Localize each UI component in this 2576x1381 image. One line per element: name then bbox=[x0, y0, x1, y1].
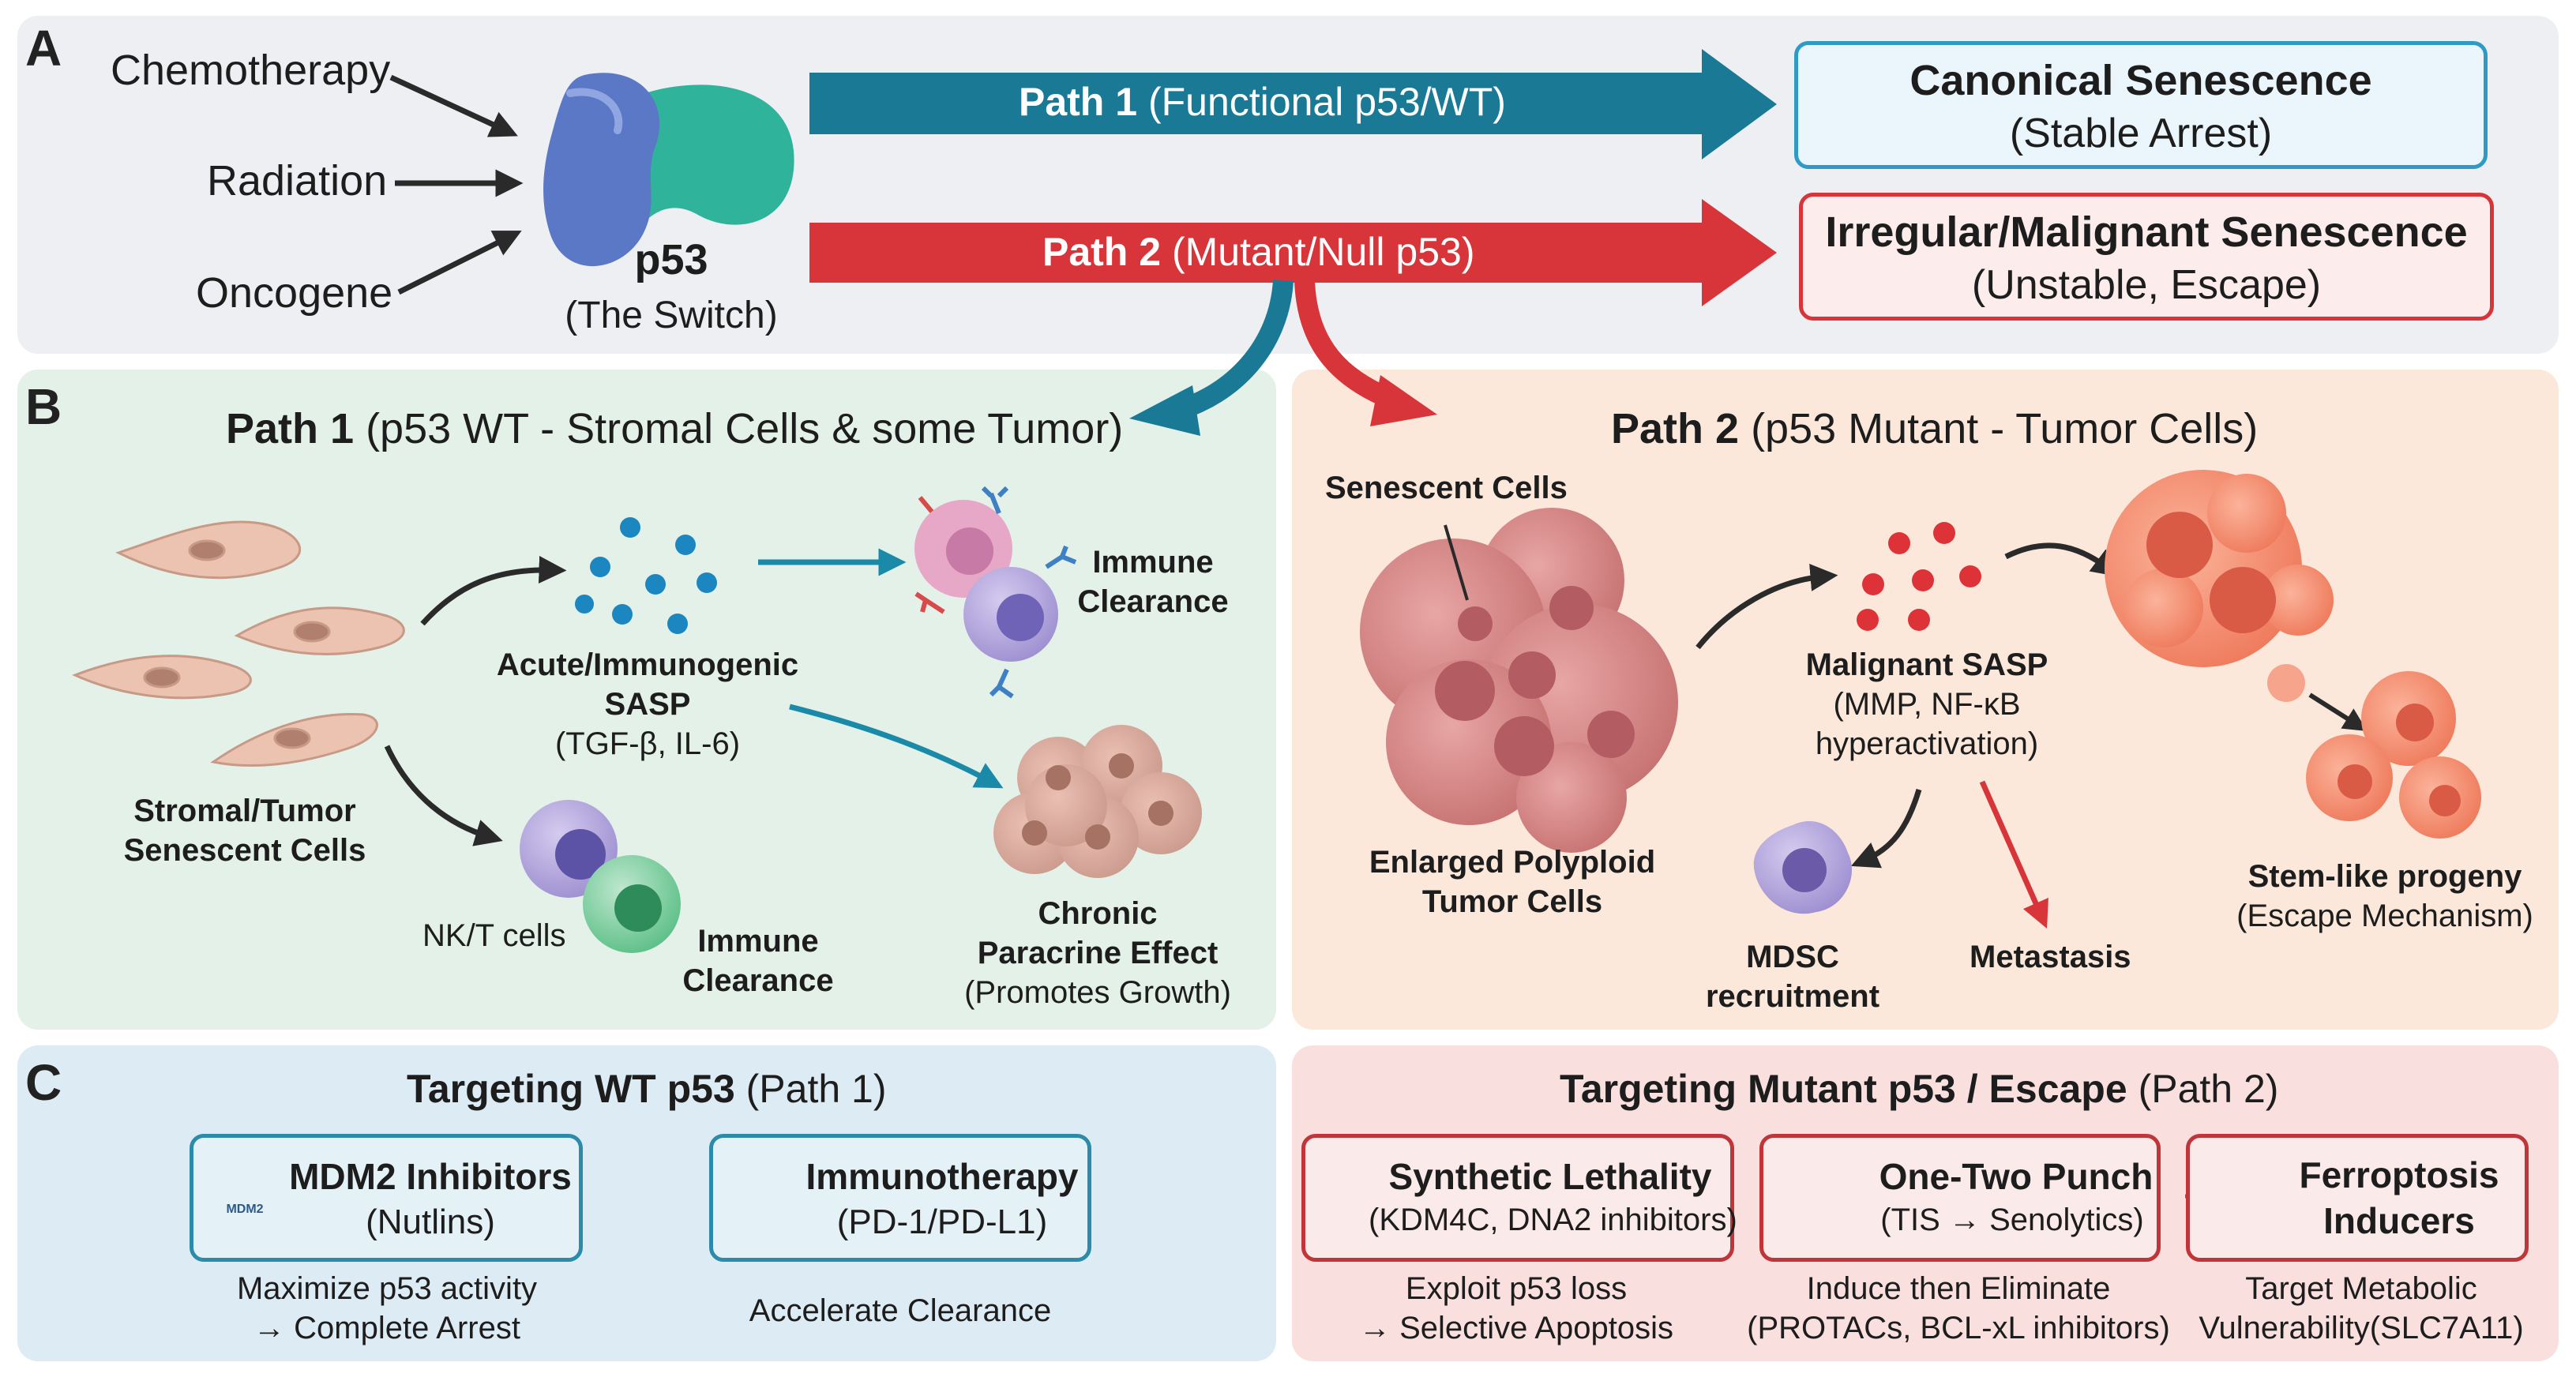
targeting-wt-title-rest: (Path 1) bbox=[745, 1067, 887, 1111]
onetwo-subtitle: (TIS → Senolytics) bbox=[1880, 1203, 2144, 1237]
one-two-punch-box: One-Two Punch (TIS → Senolytics) bbox=[1759, 1134, 2161, 1262]
targeting-mutant-title-rest: (Path 2) bbox=[2138, 1067, 2279, 1111]
path2-label: Path 2 (Mutant/Null p53) bbox=[1042, 229, 1474, 275]
canonical-senescence-box: Canonical Senescence (Stable Arrest) bbox=[1794, 41, 2488, 169]
ferroptosis-box: Ferroptosis Inducers bbox=[2186, 1134, 2529, 1262]
stem-progeny-icon bbox=[2306, 671, 2481, 839]
mdm2-subtitle: (Nutlins) bbox=[366, 1203, 495, 1241]
path2-label-bold: Path 2 bbox=[1042, 230, 1162, 274]
mut-note1-line2: → Selective Apoptosis bbox=[1359, 1311, 1673, 1345]
path1-panel-title-bold: Path 1 bbox=[226, 405, 355, 452]
path2-label-rest: (Mutant/Null p53) bbox=[1171, 230, 1475, 274]
input-oncogene: Oncogene bbox=[196, 269, 393, 317]
stromal-cells-icon bbox=[72, 520, 405, 767]
panel-label-a: A bbox=[25, 20, 62, 77]
panel-label-c: C bbox=[25, 1054, 62, 1111]
malignant-sasp-line3: hyperactivation) bbox=[1815, 726, 2039, 761]
input-radiation: Radiation bbox=[207, 157, 388, 205]
malignant-sasp-line1: Malignant SASP bbox=[1805, 647, 2048, 682]
path1-label: Path 1 (Functional p53/WT) bbox=[1019, 79, 1506, 125]
immune-clearance-bottom-line1: Immune bbox=[697, 924, 819, 959]
path2-panel-title-bold: Path 2 bbox=[1611, 405, 1740, 452]
mdsc-label-line1: MDSC bbox=[1746, 940, 1839, 974]
branch-arrow-teal bbox=[1173, 279, 1294, 421]
immune-clearance-top-line2: Clearance bbox=[1077, 584, 1229, 619]
p53-subtitle: (The Switch) bbox=[565, 295, 778, 336]
branch-arrow-red bbox=[1294, 280, 1395, 408]
enlarged-label-line2: Tumor Cells bbox=[1421, 884, 1603, 919]
synthetic-subtitle: (KDM4C, DNA2 inhibitors) bbox=[1369, 1203, 1737, 1237]
immune-clearance-bottom-line2: Clearance bbox=[682, 963, 834, 998]
chronic-cluster-icon bbox=[993, 725, 1202, 878]
wt-note1-line2: → Complete Arrest bbox=[253, 1311, 520, 1345]
chronic-label-line2: Paracrine Effect bbox=[977, 936, 1219, 970]
mdm2-title: MDM2 Inhibitors bbox=[289, 1156, 572, 1197]
stromal-label-line1: Stromal/Tumor bbox=[133, 794, 356, 828]
mut-note2-line1: Induce then Eliminate bbox=[1806, 1271, 2111, 1306]
mdm2-inhibitors-box: MDM2 Inhibitors (Nutlins) MDM2 bbox=[190, 1134, 583, 1262]
synthetic-title: Synthetic Lethality bbox=[1388, 1156, 1712, 1197]
wt-note2: Accelerate Clearance bbox=[749, 1293, 1052, 1328]
malignant-sasp-line2: (MMP, NF-κB bbox=[1833, 687, 2021, 722]
ferro-title-line1: Ferroptosis bbox=[2299, 1154, 2499, 1195]
escape-cells-icon bbox=[2105, 470, 2334, 702]
senescent-cells-label: Senescent Cells bbox=[1325, 471, 1568, 505]
immune-cells-icon bbox=[914, 486, 1077, 699]
targeting-mutant-title-bold: Targeting Mutant p53 / Escape bbox=[1560, 1067, 2127, 1111]
nk-t-cells-icon bbox=[520, 800, 681, 953]
path2-arrow bbox=[809, 199, 1777, 306]
path2-panel-title: Path 2 (p53 Mutant - Tumor Cells) bbox=[1611, 404, 2258, 453]
ferro-title-line2: Inducers bbox=[2323, 1200, 2475, 1241]
path1-label-bold: Path 1 bbox=[1019, 80, 1138, 124]
mut-note3-line2: Vulnerability(SLC7A11) bbox=[2199, 1311, 2524, 1345]
input-arrows bbox=[389, 74, 524, 295]
immune-clearance-top-line1: Immune bbox=[1092, 545, 1214, 580]
input-chemotherapy: Chemotherapy bbox=[111, 47, 391, 94]
path1-label-rest: (Functional p53/WT) bbox=[1147, 80, 1506, 124]
canonical-title: Canonical Senescence bbox=[1909, 57, 2372, 104]
malignant-sasp-dots-icon bbox=[1857, 522, 1981, 631]
sasp-label-line2: SASP bbox=[604, 687, 691, 722]
synthetic-lethality-box: Synthetic Lethality (KDM4C, DNA2 inhibit… bbox=[1301, 1134, 1737, 1262]
targeting-mutant-title: Targeting Mutant p53 / Escape (Path 2) bbox=[1560, 1066, 2278, 1112]
chronic-label-line3: (Promotes Growth) bbox=[964, 975, 1231, 1010]
stromal-label-line2: Senescent Cells bbox=[123, 833, 366, 868]
enlarged-label-line1: Enlarged Polyploid bbox=[1369, 845, 1656, 880]
targeting-wt-title-bold: Targeting WT p53 bbox=[407, 1067, 735, 1111]
stem-label-line2: (Escape Mechanism) bbox=[2236, 899, 2533, 933]
targeting-wt-title: Targeting WT p53 (Path 1) bbox=[407, 1066, 887, 1112]
p53-protein-icon bbox=[543, 73, 794, 267]
chronic-label-line1: Chronic bbox=[1038, 896, 1158, 931]
immunotherapy-box: Immunotherapy (PD-1/PD-L1) bbox=[709, 1134, 1091, 1262]
wt-note1-line1: Maximize p53 activity bbox=[236, 1271, 538, 1306]
immunotherapy-subtitle: (PD-1/PD-L1) bbox=[836, 1203, 1048, 1241]
mut-note3-line1: Target Metabolic bbox=[2245, 1271, 2477, 1306]
nkt-cells-label: NK/T cells bbox=[422, 918, 566, 953]
path1-panel-title: Path 1 (p53 WT - Stromal Cells & some Tu… bbox=[226, 404, 1123, 453]
stem-label-line1: Stem-like progeny bbox=[2247, 859, 2522, 894]
irregular-title: Irregular/Malignant Senescence bbox=[1825, 208, 2468, 256]
p53-title: p53 bbox=[634, 236, 708, 283]
sasp-dots-icon bbox=[575, 517, 717, 634]
immunotherapy-title: Immunotherapy bbox=[805, 1156, 1079, 1197]
mdm2-vial-label: MDM2 bbox=[226, 1203, 264, 1216]
irregular-senescence-box: Irregular/Malignant Senescence (Unstable… bbox=[1799, 193, 2494, 321]
metastasis-label: Metastasis bbox=[1970, 940, 2131, 974]
senescent-tumor-cells-icon bbox=[1360, 508, 1678, 853]
path2-panel-title-rest: (p53 Mutant - Tumor Cells) bbox=[1751, 405, 2259, 452]
sasp-label-line1: Acute/Immunogenic bbox=[496, 647, 799, 682]
canonical-subtitle: (Stable Arrest) bbox=[2009, 111, 2273, 156]
mdsc-cell-icon bbox=[1753, 820, 1853, 914]
mut-note2-line2: (PROTACs, BCL-xL inhibitors) bbox=[1747, 1311, 2170, 1345]
mut-note1-line1: Exploit p53 loss bbox=[1405, 1271, 1628, 1306]
mdsc-label-line2: recruitment bbox=[1705, 979, 1880, 1014]
path1-panel-title-rest: (p53 WT - Stromal Cells & some Tumor) bbox=[366, 405, 1124, 452]
onetwo-title: One-Two Punch bbox=[1879, 1156, 2154, 1197]
panel-label-b: B bbox=[25, 378, 62, 435]
irregular-subtitle: (Unstable, Escape) bbox=[1971, 262, 2322, 308]
sasp-label-line3: (TGF-β, IL-6) bbox=[554, 726, 741, 761]
path1-arrow bbox=[809, 49, 1777, 159]
